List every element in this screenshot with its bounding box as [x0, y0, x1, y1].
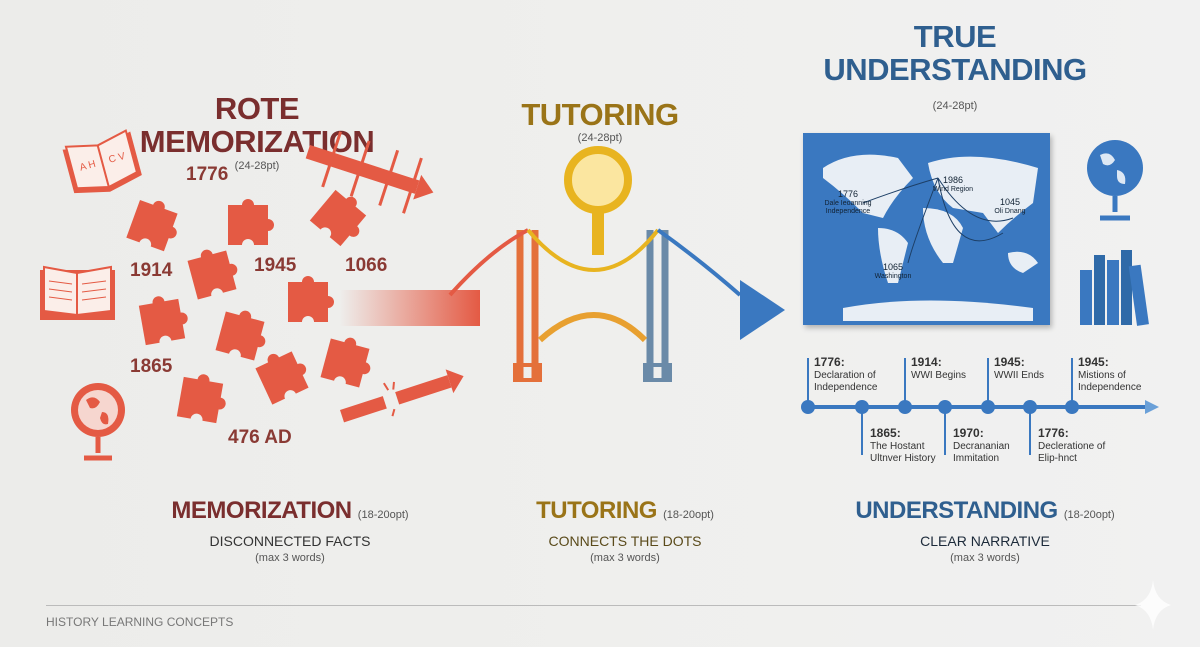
globe-and-books	[1080, 140, 1149, 326]
map-year: 1065	[882, 262, 904, 272]
date-label: 1865	[130, 356, 173, 377]
timeline-event: 1970:Decrananian Immitation	[953, 427, 1018, 465]
caption-subtitle: CONNECTS THE DOTS	[548, 533, 702, 549]
size-note: (24-28pt)	[577, 132, 623, 144]
timeline-event: 1945:WWII Ends	[994, 356, 1044, 382]
event-text: Decrananian Immitation	[953, 441, 1010, 464]
globe-icon	[1087, 140, 1143, 221]
timeline-event: 1945:Mistions of Independence	[1078, 356, 1153, 394]
timeline-event: 1865:The Hostant Ultnver History	[870, 427, 940, 465]
scattered-facts-illustration: A HC V	[40, 129, 464, 461]
map-year: 1986	[942, 175, 964, 185]
size-note: (18-20opt)	[1063, 509, 1115, 521]
open-book-icon	[40, 265, 115, 320]
timeline	[801, 358, 1159, 455]
size-note: (18-20opt)	[357, 509, 409, 521]
title-line-2: UNDERSTANDING	[823, 52, 1087, 87]
caption-note: (max 3 words)	[950, 552, 1020, 564]
caption-memorization: MEMORIZATION (18-20opt) DISCONNECTED FAC…	[171, 497, 408, 564]
magnifying-glass-icon	[564, 146, 632, 255]
event-year: 1865:	[870, 426, 901, 440]
title-line-1: ROTE	[214, 91, 300, 126]
true-understanding-title: TRUE UNDERSTANDING	[823, 19, 1087, 87]
tutoring-title: TUTORING	[521, 97, 679, 132]
alphabet-book-icon: A HC V	[62, 129, 142, 194]
caption-tutoring: TUTORING (18-20opt) CONNECTS THE DOTS (m…	[536, 497, 714, 564]
caption-subtitle: DISCONNECTED FACTS	[209, 533, 371, 549]
arrow-right-icon	[740, 280, 785, 340]
arrow-right-icon	[1145, 400, 1159, 414]
size-note: (18-20opt)	[663, 509, 714, 521]
caption-note: (max 3 words)	[255, 552, 325, 564]
title-line-1: TRUE	[913, 19, 997, 54]
event-text: WWII Ends	[994, 370, 1045, 381]
event-year: 1776:	[1038, 426, 1069, 440]
rote-memorization-title: ROTE MEMORIZATION	[140, 92, 375, 158]
svg-text:A H: A H	[79, 159, 97, 174]
event-year: 1970:	[953, 426, 984, 440]
puzzle-piece-icon	[176, 370, 231, 425]
footer-text: HISTORY LEARNING CONCEPTS	[46, 615, 234, 629]
sparkle-icon	[1135, 580, 1171, 630]
title-line-2: MEMORIZATION	[139, 124, 375, 159]
size-note: (24-28pt)	[932, 100, 978, 112]
caption-understanding: UNDERSTANDING (18-20opt) CLEAR NARRATIVE…	[855, 497, 1114, 564]
date-label: 476 AD	[228, 427, 292, 448]
puzzle-piece-icon	[126, 194, 186, 254]
map-text: Dale Ieoanning Independence	[824, 200, 872, 215]
caption-title: TUTORING	[536, 497, 657, 524]
event-text: WWI Begins	[911, 370, 967, 381]
puzzle-piece-icon	[137, 291, 192, 346]
date-label: 1914	[130, 260, 173, 281]
map-year: 1776	[837, 189, 859, 199]
event-year: 1945:	[1078, 355, 1109, 369]
date-label: 1066	[345, 255, 388, 276]
event-text: The Hostant Ultnver History	[870, 441, 936, 464]
puzzle-piece-icon	[252, 343, 315, 405]
svg-text:C V: C V	[108, 151, 127, 166]
books-icon	[1080, 250, 1149, 326]
timeline-arrow-icon	[305, 131, 434, 214]
world-map	[823, 154, 1038, 321]
timeline-event: 1776:Declaration of Independence	[814, 356, 889, 394]
timeline-event: 1776:Decleratione of Elip-hnct	[1038, 427, 1108, 465]
event-year: 1914:	[911, 355, 942, 369]
bridge-illustration	[340, 146, 785, 382]
map-year: 1045	[999, 197, 1021, 207]
map-text: Oli Dnang	[994, 208, 1026, 215]
timeline-event: 1914:WWI Begins	[911, 356, 966, 382]
caption-title: MEMORIZATION	[171, 497, 352, 524]
puzzle-piece-icon	[228, 199, 274, 245]
broken-arrow-icon	[340, 369, 464, 423]
map-text: Washington	[874, 273, 912, 280]
globe-icon	[71, 383, 125, 461]
event-year: 1776:	[814, 355, 845, 369]
divider	[46, 605, 1141, 606]
size-note: (24-28pt)	[234, 160, 280, 172]
puzzle-piece-icon	[185, 243, 243, 300]
event-year: 1945:	[994, 355, 1025, 369]
date-label: 1776	[186, 164, 229, 185]
date-label: 1945	[254, 255, 297, 276]
caption-note: (max 3 words)	[590, 552, 660, 564]
caption-title: UNDERSTANDING	[855, 497, 1058, 524]
caption-subtitle: CLEAR NARRATIVE	[920, 533, 1050, 549]
puzzle-piece-icon	[215, 305, 272, 363]
puzzle-piece-icon	[288, 276, 334, 322]
event-text: Declaration of Independence	[814, 370, 878, 393]
event-text: Decleratione of Elip-hnct	[1038, 441, 1106, 464]
bridge-icon	[440, 228, 742, 382]
event-text: Mistions of Independence	[1078, 370, 1142, 393]
map-text: Wind Region	[932, 186, 974, 193]
